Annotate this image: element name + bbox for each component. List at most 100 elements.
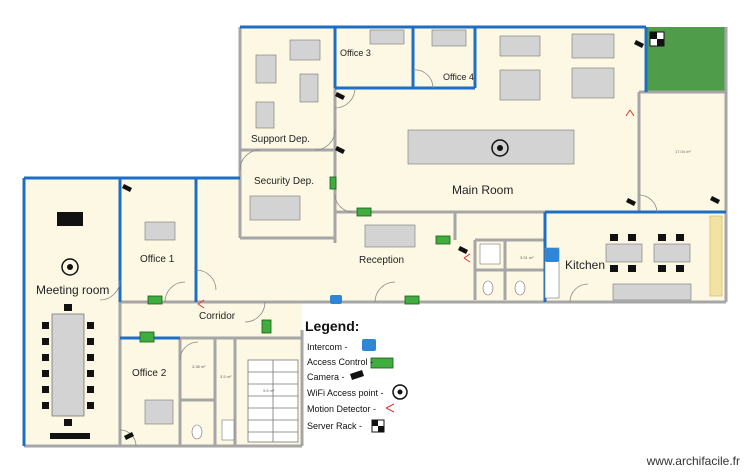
camera-icon [335, 146, 345, 154]
room-label-office2: Office 2 [132, 368, 167, 379]
wifi-icon [61, 258, 79, 276]
chair [42, 354, 49, 361]
motion-detector-icon [197, 299, 205, 309]
sink [221, 419, 235, 441]
door [569, 283, 589, 303]
legend-intercom: Intercom - [307, 342, 348, 352]
chair [42, 370, 49, 377]
wifi-icon-core [497, 145, 503, 151]
room-label-kitchen: Kitchen [565, 258, 606, 272]
chair [42, 322, 49, 329]
room-label-main: Main Room [452, 183, 514, 197]
legend-server-rack: Server Rack - [307, 421, 363, 431]
blue-walls [22, 25, 726, 446]
access-control-icon [329, 176, 337, 190]
door [179, 341, 199, 361]
chair [658, 265, 666, 272]
door [195, 269, 217, 291]
door [164, 281, 186, 303]
camera-icon [626, 198, 636, 206]
room-label-office3: Office 3 [340, 48, 371, 58]
chair [64, 419, 72, 426]
reception-desk [364, 224, 416, 248]
tv-screen [57, 212, 83, 226]
access-control-icon [370, 357, 394, 369]
toilet [514, 280, 526, 296]
chair [64, 304, 72, 311]
desks [144, 29, 615, 425]
wifi-icon [392, 384, 408, 400]
room-label-office4: Office 4 [443, 72, 474, 82]
motion-detector-icon [625, 109, 635, 117]
door [334, 87, 356, 109]
motion-detector-icon [463, 253, 471, 263]
door [412, 69, 434, 89]
cameras [122, 40, 720, 440]
camera-icon [350, 370, 364, 380]
door [334, 194, 354, 213]
room-label-office1: Office 1 [140, 254, 175, 265]
camera-icon [458, 246, 468, 254]
desk [144, 221, 176, 241]
desk [431, 29, 467, 47]
motion-detector-icon [385, 403, 395, 413]
desk [255, 54, 277, 84]
desk [571, 67, 615, 99]
desk [571, 33, 615, 59]
access-control-icon [435, 235, 451, 245]
access-control-icon [261, 319, 272, 334]
legend-title: Legend: [305, 318, 360, 334]
chair [658, 234, 666, 241]
chair [628, 265, 636, 272]
room-label-corridor: Corridor [199, 311, 236, 322]
desk [144, 399, 174, 425]
desk [255, 101, 275, 129]
chair [676, 265, 684, 272]
kitchen-fixtures [544, 215, 723, 301]
camera-icon [122, 184, 132, 192]
legend-motion: Motion Detector - [307, 404, 377, 414]
chair [87, 354, 94, 361]
room-label-meeting: Meeting room [36, 283, 110, 297]
door [244, 301, 266, 323]
toilet [482, 280, 494, 296]
server-rack-icon [372, 420, 378, 426]
dining-table [653, 243, 691, 263]
door [374, 281, 396, 303]
doors [99, 69, 658, 447]
camera-icon [124, 432, 134, 440]
chair [610, 265, 618, 272]
intercom-icon [362, 339, 376, 351]
legend-access-control: Access Control - [307, 357, 374, 367]
tv-screen [50, 433, 90, 439]
meeting-furniture [42, 212, 94, 439]
camera-icon [710, 196, 720, 204]
door [99, 279, 121, 301]
wifi-icon-core [67, 264, 73, 270]
door [314, 129, 336, 151]
access-control-icon [147, 295, 163, 305]
desk [249, 195, 301, 221]
wifi-icon-core [397, 389, 403, 395]
area-label-garden: 17.04 m² [675, 149, 691, 154]
room-label-security: Security Dep. [254, 176, 315, 187]
access-control-icon [356, 207, 372, 217]
camera-icon [335, 92, 345, 100]
door [638, 194, 658, 213]
chair [610, 234, 618, 241]
legend-camera: Camera - [307, 372, 345, 382]
chair [87, 370, 94, 377]
access-control-icon [139, 331, 155, 343]
chair [87, 386, 94, 393]
access-controls [139, 176, 451, 369]
shower [479, 243, 501, 265]
area-label-stairs: 9.6 m² [263, 388, 275, 393]
area-label-wc2: 3.5 m² [220, 374, 232, 379]
staircase [247, 359, 299, 443]
room-label-support: Support Dep. [251, 134, 310, 145]
toilet [191, 424, 203, 440]
dining-table [605, 243, 643, 263]
area-label-wc1: 3.38 m² [192, 364, 206, 369]
server-rack-icon [378, 426, 384, 432]
